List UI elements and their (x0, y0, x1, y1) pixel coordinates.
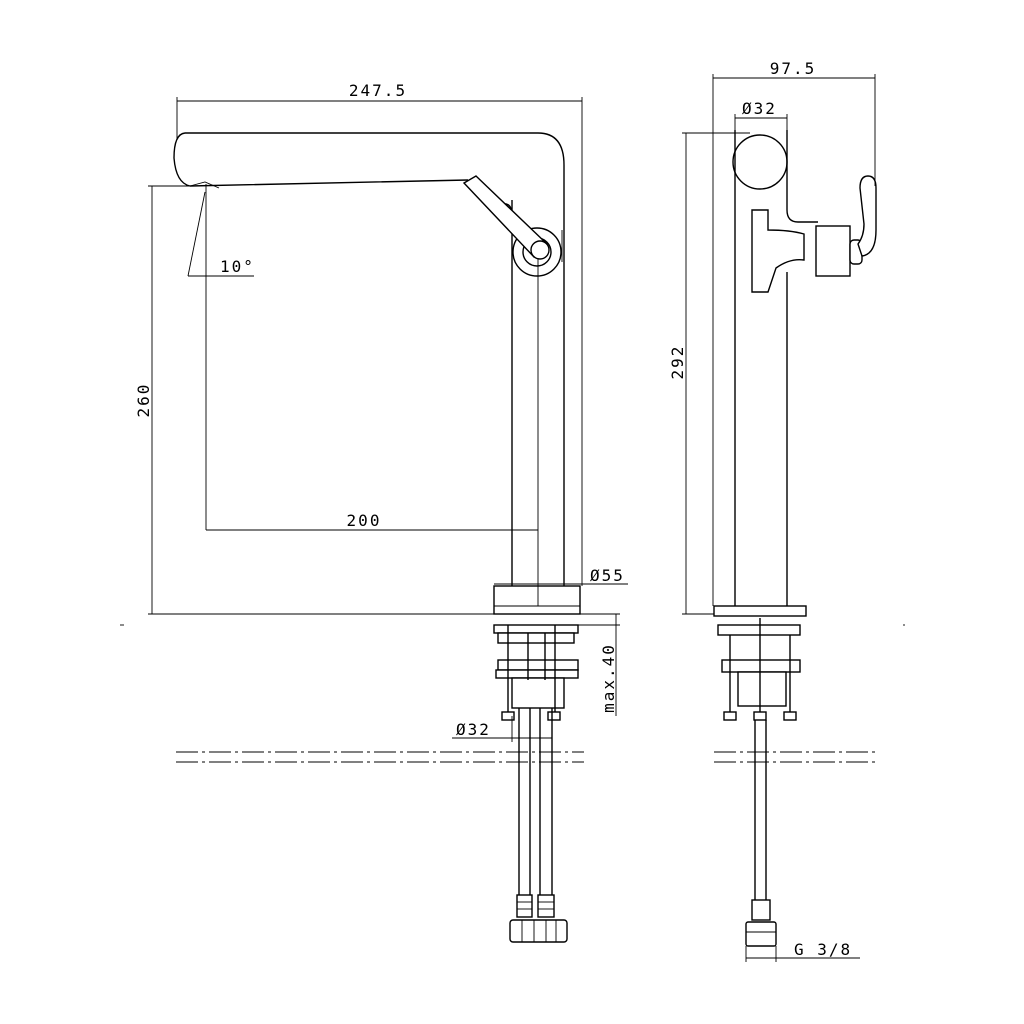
spout-reach-label: 200 (347, 511, 382, 530)
side-body (734, 130, 818, 606)
mounting-hardware (493, 624, 579, 721)
counter-top-lines (176, 751, 584, 763)
dim-shank-diameter: Ø32 (452, 716, 553, 742)
supply-hoses (509, 708, 568, 943)
deck-thickness-label: max.40 (599, 643, 618, 713)
overall-depth-label: 97.5 (770, 59, 817, 78)
dim-body-diameter: Ø55 (494, 566, 628, 585)
dim-overall-depth: 97.5 (712, 59, 876, 606)
dim-connection-thread: G 3/8 (745, 940, 860, 962)
base-plate (493, 585, 581, 615)
side-lever (751, 175, 877, 293)
spout-arm (173, 132, 565, 215)
overall-height-label: 292 (668, 345, 687, 380)
body-diameter-label: Ø55 (590, 566, 625, 585)
spout-angle-label: 10° (220, 257, 255, 276)
side-base-plate (713, 605, 807, 617)
overall-width-label: 247.5 (349, 81, 407, 100)
dim-spout-height: 260 (134, 185, 620, 615)
dim-spout-diameter: Ø32 (734, 99, 788, 136)
connection-thread-label: G 3/8 (794, 940, 852, 959)
dim-spout-angle: 10° (187, 184, 255, 530)
side-counter-top-lines (714, 751, 876, 763)
front-view: 247.5 260 10° 200 Ø55 max.40 (120, 81, 628, 943)
shank-diameter-label: Ø32 (456, 720, 491, 739)
dim-deck-thickness: max.40 (578, 614, 620, 716)
dim-overall-width: 247.5 (176, 81, 583, 586)
lever-handle (462, 175, 563, 277)
dim-overall-height: 292 (668, 132, 750, 615)
spout-height-label: 260 (134, 383, 153, 418)
side-spout-circle (732, 134, 788, 190)
spout-diameter-label: Ø32 (742, 99, 777, 118)
dim-spout-reach: 200 (206, 258, 539, 606)
side-hose (745, 720, 777, 947)
side-view: 97.5 Ø32 292 G 3/8 (668, 59, 905, 962)
side-mounting-hardware (717, 618, 801, 721)
